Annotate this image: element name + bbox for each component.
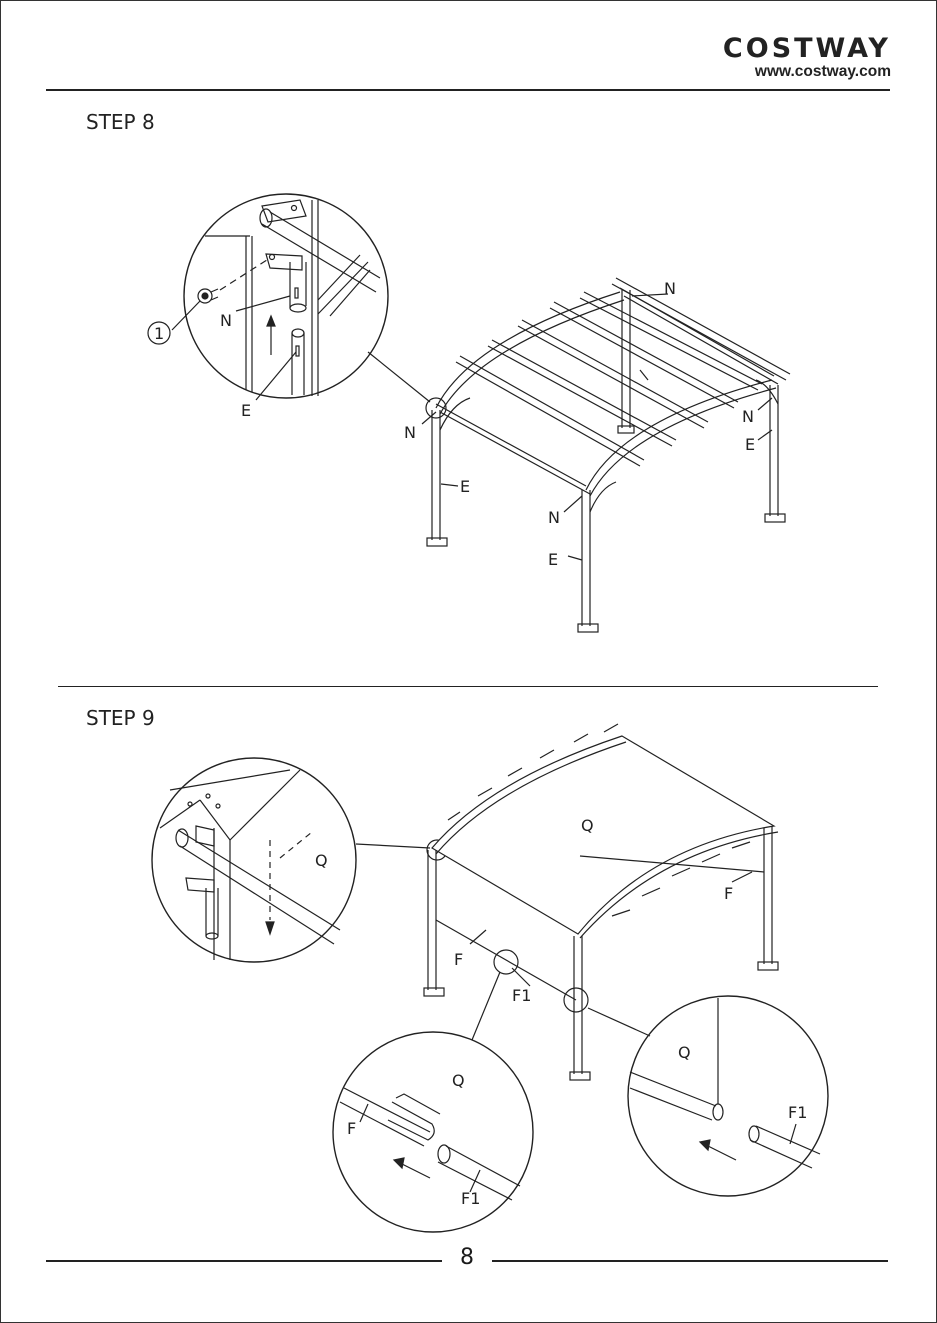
- label-detail-n: N: [220, 311, 232, 330]
- page-number: 8: [452, 1245, 482, 1270]
- label-n-left: N: [404, 423, 416, 442]
- label-detail-e: E: [241, 401, 251, 420]
- label-detail-q: Q: [315, 851, 328, 870]
- label-left-detail-q: Q: [452, 1071, 465, 1090]
- label-right-detail-q: Q: [678, 1043, 691, 1062]
- label-n-back: N: [664, 279, 676, 298]
- label-n-front: N: [548, 508, 560, 527]
- label-f-left: F: [454, 950, 463, 969]
- step-8-detail: [148, 194, 446, 418]
- label-n-right: N: [742, 407, 754, 426]
- label-f1: F1: [512, 986, 531, 1005]
- label-e-left: E: [460, 477, 470, 496]
- step-8-pergola: [422, 278, 790, 632]
- step-9-detail-right: [628, 996, 828, 1196]
- label-e-front: E: [548, 550, 558, 569]
- step-9-detail-left: [333, 1032, 533, 1232]
- label-e-right: E: [745, 435, 755, 454]
- label-left-detail-f: F: [347, 1119, 356, 1138]
- label-left-detail-f1: F1: [461, 1189, 480, 1208]
- step-9-detail: [152, 758, 447, 962]
- label-canopy-q: Q: [581, 816, 594, 835]
- label-f-right: F: [724, 884, 733, 903]
- label-right-detail-f1: F1: [788, 1103, 807, 1122]
- label-screw: 1: [154, 324, 164, 343]
